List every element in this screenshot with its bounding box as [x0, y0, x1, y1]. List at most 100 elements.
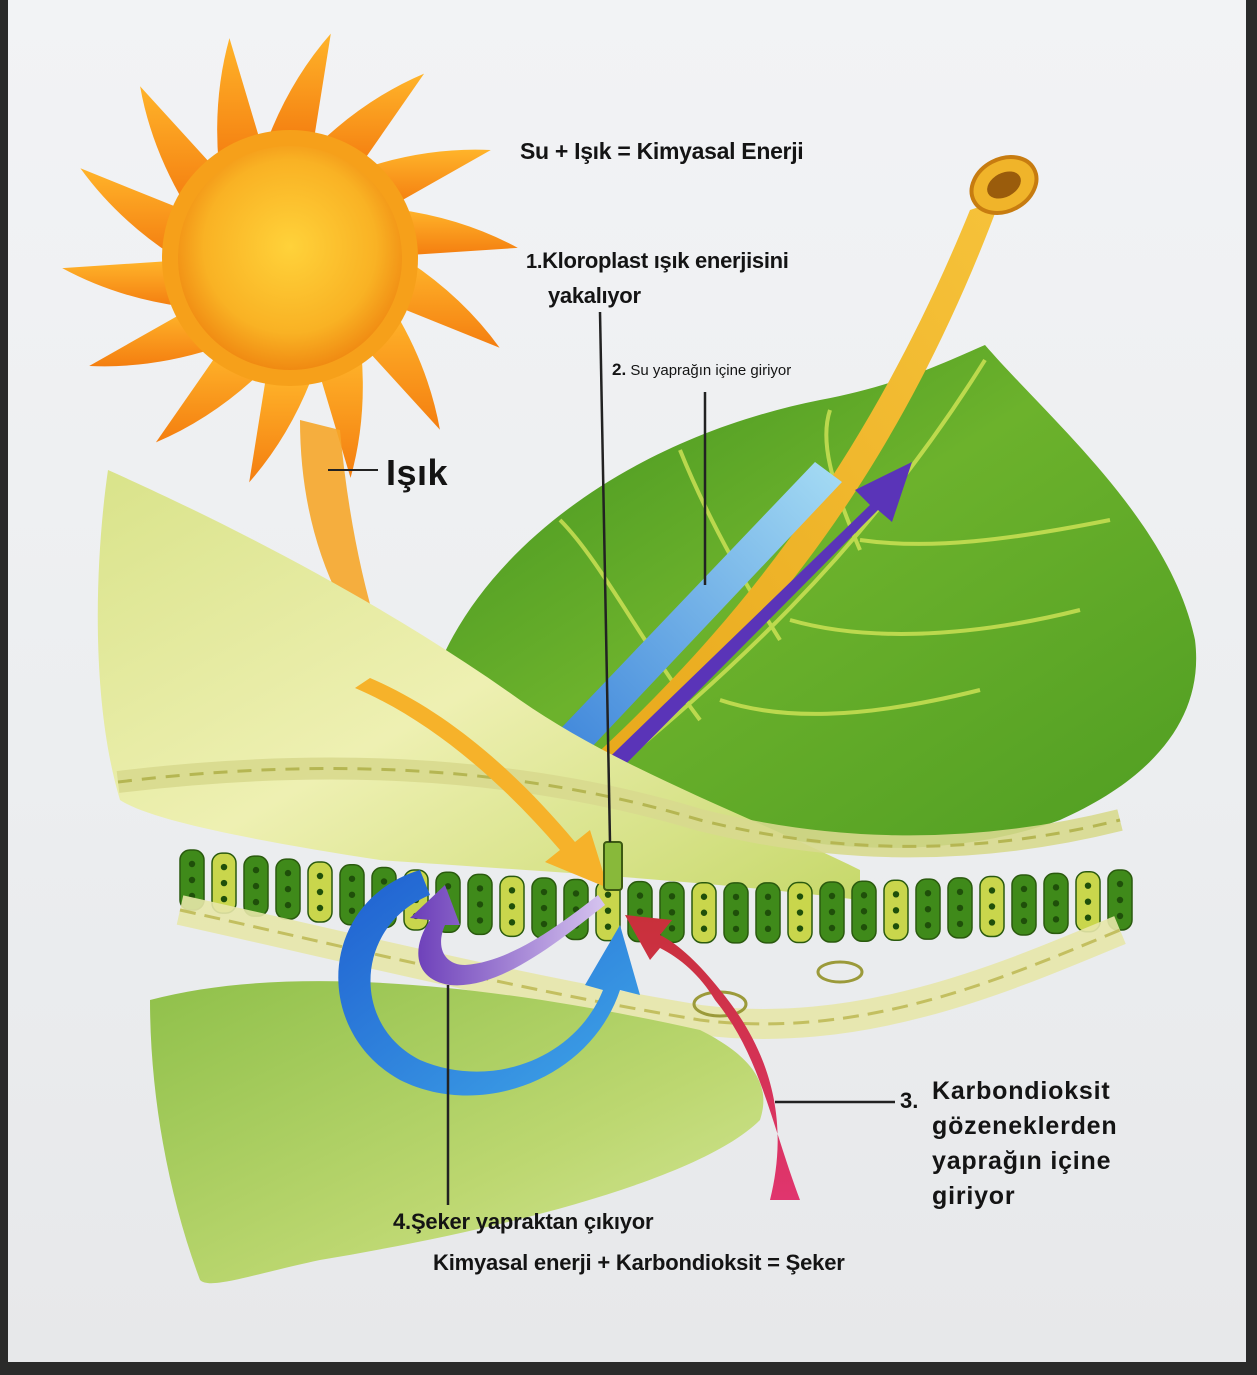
- chloroplast-dot: [989, 903, 995, 909]
- chloroplast-dot: [989, 887, 995, 893]
- chloroplast-dot: [509, 903, 515, 909]
- chloroplast-dot: [701, 910, 707, 916]
- chloroplast-dot: [285, 902, 291, 908]
- leaf-cross-section-bottom: [150, 981, 763, 1283]
- chloroplast-dot: [189, 861, 195, 867]
- chloroplast-dot: [477, 917, 483, 923]
- chloroplast-dot: [1085, 914, 1091, 920]
- chloroplast-dot: [893, 923, 899, 929]
- chloroplast-dot: [573, 890, 579, 896]
- step2-text: Su yaprağın içine giriyor: [630, 362, 791, 379]
- chloroplast-dot: [861, 908, 867, 914]
- step3-line2: gözeneklerden: [932, 1109, 1117, 1144]
- chloroplast-dot: [925, 890, 931, 896]
- chloroplast-dot: [797, 893, 803, 899]
- chloroplast-dot: [317, 889, 323, 895]
- step1-line2: yakalıyor: [526, 279, 789, 313]
- chloroplast-dot: [541, 889, 547, 895]
- chloroplast-dot: [285, 870, 291, 876]
- step3-line1: Karbondioksit: [932, 1074, 1117, 1109]
- chloroplast-dot: [1085, 898, 1091, 904]
- chloroplast-dot: [253, 883, 259, 889]
- chloroplast-dot: [1021, 918, 1027, 924]
- chloroplast-dot: [637, 892, 643, 898]
- chloroplast-dot: [669, 925, 675, 931]
- chloroplast-dot: [317, 905, 323, 911]
- step4-number: 4.: [393, 1209, 411, 1234]
- step1-label: 1.Kloroplast ışık enerjisini yakalıyor: [526, 244, 789, 313]
- chloroplast-dot: [541, 905, 547, 911]
- chloroplast-dot: [1117, 913, 1123, 919]
- chloroplast-dot: [349, 908, 355, 914]
- sun-core: [178, 146, 402, 370]
- step3-line3: yaprağın içine: [932, 1144, 1117, 1179]
- chloroplast-dot: [349, 892, 355, 898]
- step4-text: Şeker yapraktan çıkıyor: [411, 1209, 653, 1234]
- chloroplast-dot: [189, 877, 195, 883]
- chloroplast-dot: [957, 905, 963, 911]
- chloroplast-dot: [797, 925, 803, 931]
- chloroplast-dot: [1021, 886, 1027, 892]
- step3-line4: giriyor: [932, 1179, 1117, 1214]
- chloroplast-dot: [381, 878, 387, 884]
- chloroplast-dot: [893, 891, 899, 897]
- chloroplast-dot: [221, 896, 227, 902]
- chloroplast-dot: [605, 907, 611, 913]
- step4-label: 4.Şeker yapraktan çıkıyor: [393, 1209, 653, 1235]
- chloroplast-dot: [477, 901, 483, 907]
- chloroplast-dot: [477, 885, 483, 891]
- chloroplast-dot: [765, 910, 771, 916]
- chloroplast-dot: [733, 910, 739, 916]
- chloroplast-dot: [797, 909, 803, 915]
- chloroplast-dot: [285, 886, 291, 892]
- chloroplast-dot: [637, 908, 643, 914]
- chloroplast: [604, 842, 622, 890]
- chloroplast-dot: [925, 906, 931, 912]
- chloroplast-dot: [861, 892, 867, 898]
- chloroplast-dot: [509, 919, 515, 925]
- chloroplast-dot: [1021, 902, 1027, 908]
- sun-ray: [267, 34, 331, 143]
- chloroplast-dot: [669, 909, 675, 915]
- chloroplast-dot: [1053, 900, 1059, 906]
- chloroplast-dot: [1085, 882, 1091, 888]
- chloroplast-dot: [221, 880, 227, 886]
- chloroplast-dot: [1053, 916, 1059, 922]
- equation-water-light: Su + Işık = Kimyasal Enerji: [520, 138, 803, 165]
- chloroplast-dot: [733, 894, 739, 900]
- chloroplast-dot: [765, 894, 771, 900]
- chloroplast-dot: [829, 909, 835, 915]
- chloroplast-dot: [605, 923, 611, 929]
- chloroplast-dot: [733, 926, 739, 932]
- equation-energy-co2: Kimyasal enerji + Karbondioksit = Şeker: [433, 1250, 845, 1276]
- chloroplast-dot: [861, 924, 867, 930]
- chloroplast-dot: [925, 922, 931, 928]
- step3-number: 3.: [900, 1088, 918, 1114]
- chloroplast-dot: [253, 867, 259, 873]
- chloroplast-dot: [765, 926, 771, 932]
- chloroplast-dot: [957, 889, 963, 895]
- chloroplast-dot: [541, 921, 547, 927]
- chloroplast-dot: [701, 926, 707, 932]
- chloroplast-dot: [349, 876, 355, 882]
- chloroplast-dot: [893, 907, 899, 913]
- chloroplast-dot: [1053, 884, 1059, 890]
- chloroplast-dot: [253, 899, 259, 905]
- chloroplast-dot: [509, 887, 515, 893]
- chloroplast-dot: [1117, 881, 1123, 887]
- chloroplast-dot: [829, 925, 835, 931]
- step2-label: 2. Su yaprağın içine giriyor: [612, 360, 791, 380]
- chloroplast-dot: [829, 893, 835, 899]
- chloroplast-dot: [221, 864, 227, 870]
- chloroplast-dot: [1117, 897, 1123, 903]
- step1-line1: Kloroplast ışık enerjisini: [542, 248, 789, 273]
- step3-label: Karbondioksit gözeneklerden yaprağın içi…: [932, 1074, 1117, 1214]
- step2-number: 2.: [612, 360, 626, 379]
- chloroplast-dot: [701, 894, 707, 900]
- chloroplast-dot: [989, 919, 995, 925]
- chloroplast-dot: [957, 921, 963, 927]
- chloroplast-dot: [669, 893, 675, 899]
- chloroplast-dot: [317, 873, 323, 879]
- light-label: Işık: [386, 452, 448, 494]
